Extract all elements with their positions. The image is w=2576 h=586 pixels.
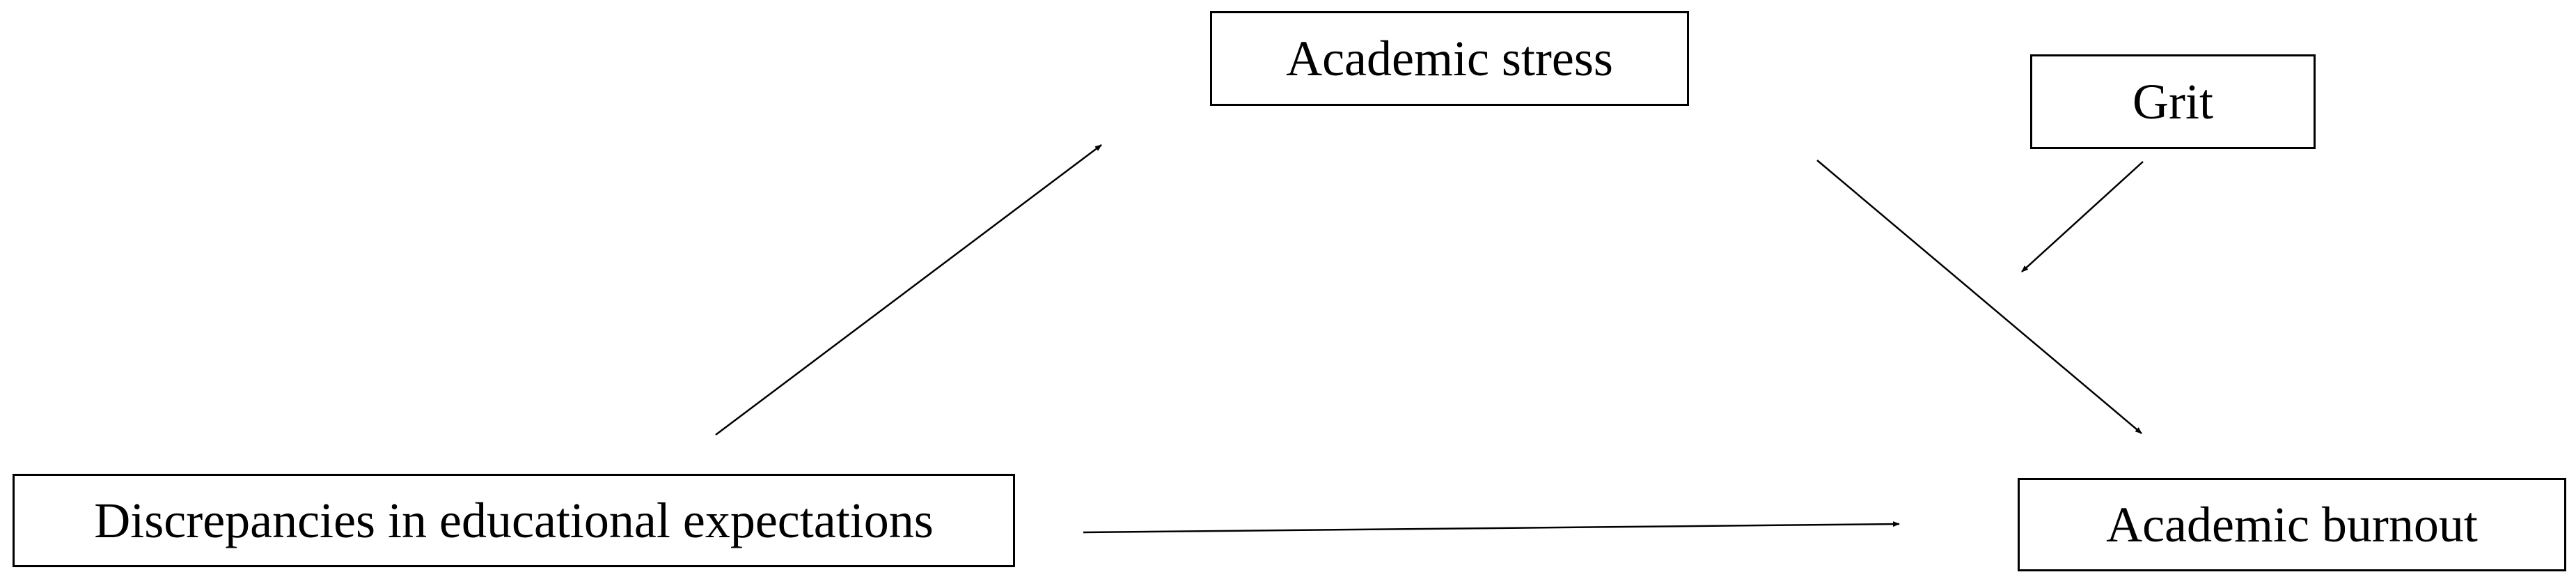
academic-stress-label: Academic stress	[1286, 31, 1613, 86]
arrow-discrepancies-to-stress	[715, 144, 1102, 435]
arrow-stress-to-burnout	[1816, 160, 2142, 434]
academic-burnout-node: Academic burnout	[2018, 478, 2566, 571]
grit-label: Grit	[2133, 74, 2213, 130]
academic-burnout-label: Academic burnout	[2106, 497, 2478, 553]
grit-node: Grit	[2030, 54, 2316, 149]
discrepancies-label: Discrepancies in educational expectation…	[94, 493, 934, 548]
discrepancies-node: Discrepancies in educational expectation…	[13, 474, 1015, 567]
academic-stress-node: Academic stress	[1210, 11, 1689, 106]
arrow-grit-moderation	[2021, 161, 2144, 272]
arrow-discrepancies-to-burnout	[1083, 521, 1900, 534]
